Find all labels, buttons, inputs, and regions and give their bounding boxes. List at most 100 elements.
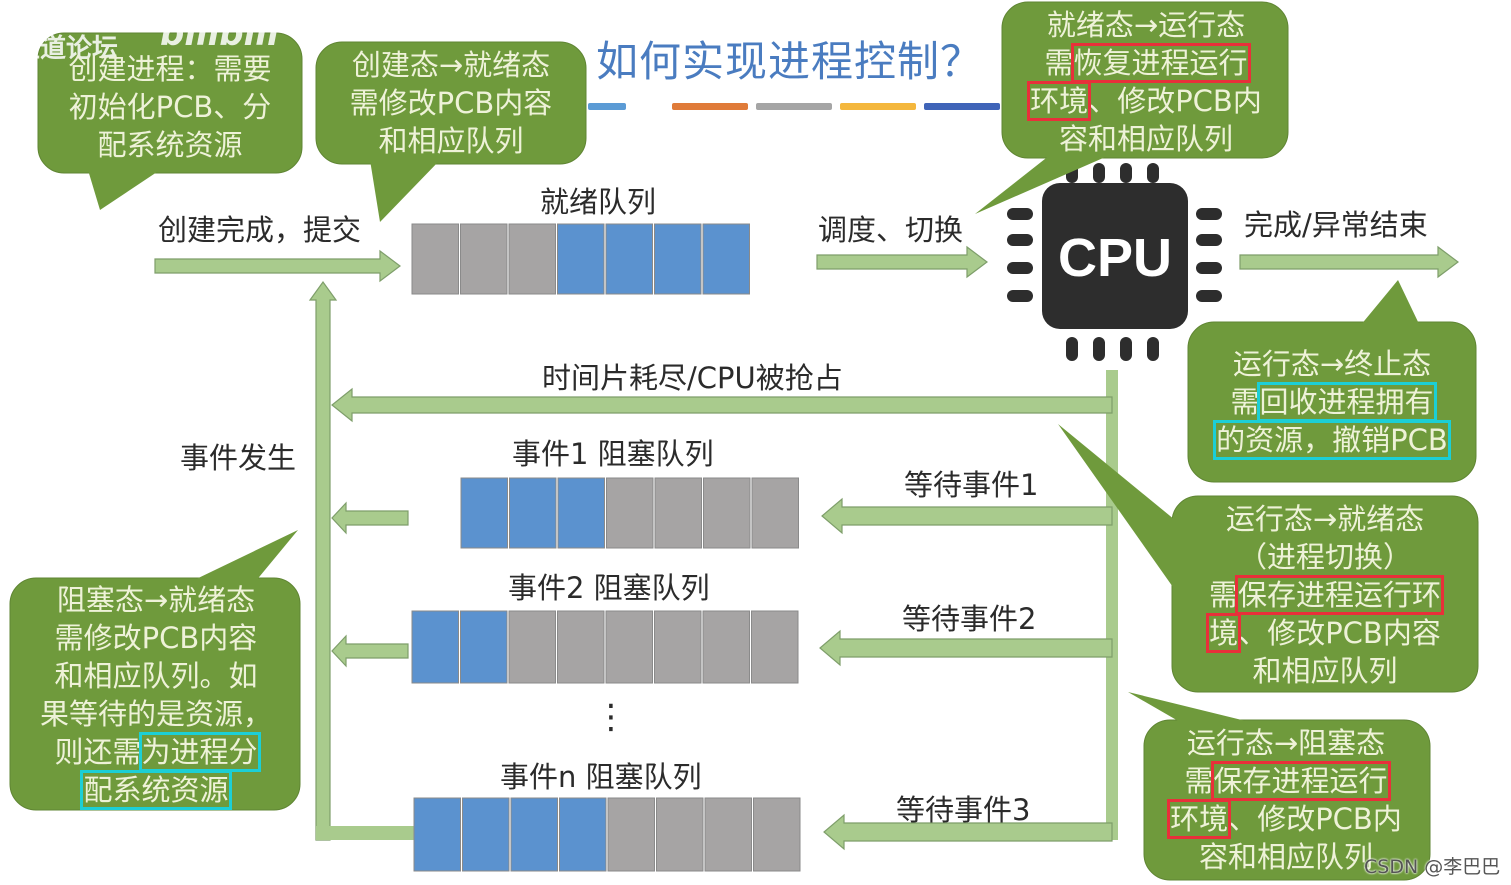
bubble-line: 果等待的是资源， xyxy=(39,697,272,731)
cpu-pin xyxy=(1147,163,1159,183)
bubble-line: 和相应队列。如 xyxy=(54,659,258,693)
bubble-block-to-ready-tail xyxy=(190,530,298,582)
label-wait1: 等待事件1 xyxy=(904,468,1039,502)
bubble-line: 创建态→就绪态 xyxy=(351,48,551,82)
pcb-cell-occupied xyxy=(462,797,510,872)
bubble-line: 创建进程：需要 xyxy=(68,52,272,86)
bubble-run-to-terminate-body xyxy=(1187,321,1477,483)
pcb-cell-empty xyxy=(508,223,556,295)
pcb-cell-empty xyxy=(702,610,750,684)
bubble-run-to-ready-body xyxy=(1171,495,1479,693)
cpu-label: CPU xyxy=(1058,228,1173,288)
pcb-cell-occupied xyxy=(605,223,653,295)
csdn-credit: CSDN @李巴巴 xyxy=(1364,856,1501,878)
cpu-pin xyxy=(1196,290,1222,302)
highlight-context: 环境 xyxy=(1167,799,1232,839)
bubble-line: 需保存进程运行 xyxy=(1184,761,1391,801)
label-event1-queue: 事件1 阻塞队列 xyxy=(512,437,714,471)
bubble-run-to-block-body xyxy=(1143,719,1431,881)
highlight-restore-context: 恢复进程运行 xyxy=(1070,43,1251,83)
bubble-ready-to-run-text: 就绪态→运行态 需恢复进程运行 环境、修改PCB内 容和相应队列 xyxy=(1010,6,1282,158)
bubble-line: 运行态→阻塞态 xyxy=(1186,726,1386,760)
pcb-cell-empty xyxy=(656,797,704,872)
bubble-line: 初始化PCB、分 xyxy=(68,90,272,124)
line-eventn-to-trunk xyxy=(316,826,414,840)
arrow-wait-event3 xyxy=(823,813,1113,851)
label-event2-queue: 事件2 阻塞队列 xyxy=(508,571,710,605)
label-dispatch: 调度、切换 xyxy=(818,213,964,247)
ellipsis-vertical: ⋮ xyxy=(594,697,628,737)
bubble-run-to-terminate xyxy=(1187,280,1477,483)
label-timeslice: 时间片耗尽/CPU被抢占 xyxy=(542,361,843,395)
pcb-cell-occupied xyxy=(411,610,459,684)
arrow-wait-event2 xyxy=(819,629,1113,667)
arrow-finish xyxy=(1239,245,1459,279)
cpu-pin xyxy=(1093,163,1105,183)
pcb-cell-empty xyxy=(654,610,702,684)
bubble-line: 需恢复进程运行 xyxy=(1044,43,1251,83)
cpu-chip-icon xyxy=(1007,163,1222,361)
bubble-line: 就绪态→运行态 xyxy=(1046,8,1246,42)
pcb-cell-empty xyxy=(557,610,605,684)
cpu-pin xyxy=(1066,337,1078,361)
pcb-cell-empty xyxy=(704,797,752,872)
bubble-line: 境、修改PCB内容 xyxy=(1206,613,1441,653)
arrow-create-submit xyxy=(154,249,401,283)
queue-3 xyxy=(413,797,801,872)
pcb-cell-empty xyxy=(703,477,751,549)
highlight-reclaim-resources: 回收进程拥有 xyxy=(1256,382,1437,422)
bubble-line: 需回收进程拥有 xyxy=(1230,382,1437,422)
queue-0 xyxy=(411,223,750,295)
arrow-timeslice xyxy=(331,387,1113,423)
pcb-cell-occupied xyxy=(509,477,557,549)
bubble-line: 容和相应队列 xyxy=(1198,840,1373,874)
bubble-new-to-ready-body xyxy=(315,41,587,165)
page-title: 如何实现进程控制？ xyxy=(596,37,984,86)
label-event-occur: 事件发生 xyxy=(180,441,297,475)
cpu-pin xyxy=(1196,234,1222,246)
label-create-submit: 创建完成，提交 xyxy=(158,213,362,247)
cpu-pin xyxy=(1196,208,1222,220)
label-wait3: 等待事件3 xyxy=(896,793,1031,827)
watermark-text: 王道论坛 xyxy=(14,34,119,64)
bubble-block-to-ready xyxy=(9,530,301,811)
bubble-line: （进程切换） xyxy=(1237,540,1412,574)
bubble-line: 配系统资源 xyxy=(18,770,294,810)
highlight-system-resources: 配系统资源 xyxy=(80,770,232,810)
bubble-line: 需保存进程运行环 xyxy=(1208,575,1445,615)
pcb-cell-empty xyxy=(508,610,556,684)
cpu-pin xyxy=(1196,262,1222,274)
arrow-dispatch xyxy=(816,245,988,279)
highlight-allocate-resources: 为进程分 xyxy=(138,732,261,772)
pcb-cell-occupied xyxy=(654,223,702,295)
arrow-event-occur-up xyxy=(308,280,338,841)
bubble-ready-to-run-body xyxy=(1001,1,1289,159)
bubble-run-to-terminate-tail xyxy=(1360,280,1420,326)
title-dash xyxy=(840,103,916,110)
pcb-cell-occupied xyxy=(559,797,607,872)
bubble-run-to-block-text: 运行态→阻塞态 需保存进程运行 环境、修改PCB内 容和相应队列 xyxy=(1150,724,1422,876)
bubble-line: 运行态→就绪态 xyxy=(1225,502,1425,536)
queues xyxy=(411,223,801,872)
bubble-line: 配系统资源 xyxy=(97,128,243,162)
pcb-cell-occupied xyxy=(557,223,605,295)
bubble-create-tail xyxy=(88,170,160,210)
queue-2 xyxy=(411,610,799,684)
bubble-line: 需修改PCB内容 xyxy=(349,86,553,120)
highlight-context: 环境 xyxy=(1027,81,1092,121)
vertical-line-cpu-out xyxy=(1106,370,1118,840)
pcb-cell-occupied xyxy=(460,610,508,684)
title-dash xyxy=(588,103,626,110)
highlight-revoke-pcb: 的资源，撤销PCB xyxy=(1213,420,1451,460)
bilibili-logo: bilibili xyxy=(160,14,279,54)
bubble-run-to-terminate-text: 运行态→终止态 需回收进程拥有 的资源，撤销PCB xyxy=(1196,345,1468,460)
bubble-create-body xyxy=(37,32,303,174)
cpu-pin xyxy=(1147,337,1159,361)
bubble-line: 需修改PCB内容 xyxy=(54,621,258,655)
bubble-line: 阻塞态→就绪态 xyxy=(56,583,256,617)
cpu-pin xyxy=(1007,290,1033,302)
pcb-cell-occupied xyxy=(413,797,461,872)
bubble-new-to-ready xyxy=(315,41,587,222)
